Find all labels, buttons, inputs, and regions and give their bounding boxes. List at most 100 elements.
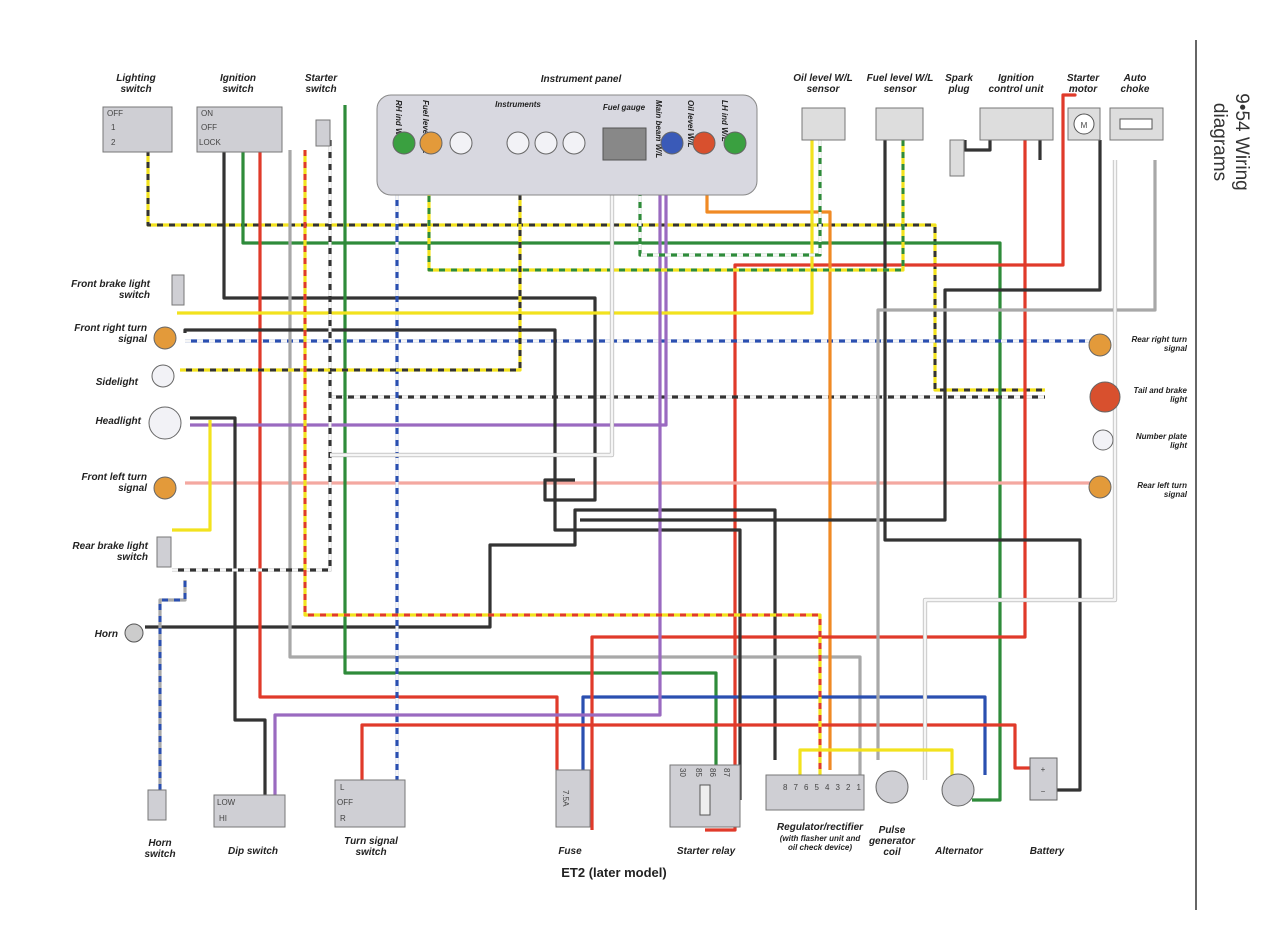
instrument-bulb [534, 131, 558, 155]
pulse-coil-label: Pulse generator coil [868, 825, 916, 858]
front-brake-light-switch [171, 274, 185, 306]
spark-plug-label: Spark plug [945, 73, 973, 95]
number-plate-bulb [1092, 429, 1114, 451]
wire-black [883, 140, 1082, 792]
wire-stripe-blue [158, 580, 187, 790]
wire-outline [922, 160, 1118, 780]
front-left-turn-label: Front left turn signal [81, 472, 147, 494]
horn-switch [147, 789, 167, 821]
spark-plug [949, 139, 965, 177]
headlight-label: Headlight [95, 416, 141, 427]
motor-m: M [1081, 121, 1088, 130]
lighting-switch [102, 106, 173, 153]
regulator-terminal: 7 [794, 783, 799, 792]
relay-terminal: 87 [722, 768, 731, 777]
sidelight-bulb [151, 364, 175, 388]
dip-switch [213, 794, 286, 828]
wire-red [590, 140, 1027, 830]
battery-label: Battery [1029, 846, 1065, 857]
fuse [555, 769, 591, 828]
instrument-bulb [506, 131, 530, 155]
diagram-caption: ET2 (later model) [561, 865, 666, 880]
wire-yellow [798, 748, 954, 780]
wire-purple [273, 170, 662, 795]
fuel-level-sensor [875, 107, 924, 141]
lighting-2: 2 [111, 138, 116, 147]
main-beam-label: Main beam W/L [654, 100, 663, 158]
icu-label: Ignition control unit [988, 73, 1044, 95]
relay-terminal: 30 [678, 768, 687, 777]
starter-relay-label: Starter relay [676, 846, 736, 857]
rear-left-turn-label: Rear left turn signal [1137, 481, 1187, 499]
fuel-gauge-label: Fuel gauge [603, 103, 646, 112]
horn-label: Horn [94, 629, 118, 640]
instruments-label: Instruments [495, 100, 541, 109]
front-right-turn-label: Front right turn signal [74, 323, 147, 345]
wires [145, 93, 1157, 832]
dip-switch-label: Dip switch [227, 846, 278, 857]
ignition-on: ON [201, 109, 213, 118]
fuse-rating: 7.5A [561, 790, 570, 807]
relay-coil-icon [699, 784, 711, 816]
relay-terminal: 86 [708, 768, 717, 777]
wire-black [190, 416, 267, 795]
battery-plus: + [1041, 765, 1046, 774]
turn-r: R [340, 814, 346, 823]
wire-white [330, 170, 614, 457]
dip-hi: HI [219, 814, 227, 823]
wire-green [343, 105, 718, 765]
dip-low: LOW [217, 798, 236, 807]
wire-stripe-black [146, 150, 1045, 392]
wire-black [580, 140, 1102, 522]
wire-black [222, 150, 597, 502]
regulator-note: (with flasher unit and oil check device) [779, 834, 861, 852]
regulator-terminal: 2 [846, 783, 851, 792]
regulator-terminal: 5 [815, 783, 820, 792]
wire-stripe-red [303, 150, 822, 775]
instrument-bulb [449, 131, 473, 155]
rear-right-turn-bulb [1088, 333, 1112, 357]
tail-light-label: Tail and brake light [1133, 386, 1188, 404]
wire-black [145, 508, 777, 760]
regulator-terminal: 3 [836, 783, 841, 792]
wire-yellow-black [180, 170, 522, 372]
motor-symbol-icon [1073, 113, 1095, 135]
turn-off: OFF [337, 798, 353, 807]
lh-ind-label: LH ind W/L [720, 100, 729, 142]
alternator-label: Alternator [935, 846, 983, 857]
ignition-off: OFF [201, 123, 217, 132]
lighting-1: 1 [111, 123, 116, 132]
wire-grey [876, 160, 1157, 760]
ignition-lock: LOCK [199, 138, 221, 147]
horn [124, 623, 144, 643]
lighting-off: OFF [107, 109, 123, 118]
fuel-level-wl-label: Fuel level W/L [421, 100, 430, 153]
fuel-sensor-label: Fuel level W/L sensor [866, 73, 934, 95]
starter-motor-label: Starter motor [1066, 73, 1100, 95]
alternator [941, 773, 975, 807]
ignition-switch-label: Ignition switch [219, 73, 257, 95]
ignition-control-unit [979, 107, 1054, 141]
number-plate-label: Number plate light [1135, 432, 1187, 450]
sidelight-label: Sidelight [95, 377, 138, 388]
oil-level-wl-bulb [692, 131, 716, 155]
turn-l: L [340, 783, 345, 792]
lighting-switch-label: Lighting switch [116, 73, 156, 95]
starter-switch [315, 119, 331, 147]
tail-brake-bulb [1089, 381, 1121, 413]
rear-left-turn-bulb [1088, 475, 1112, 499]
battery-minus: − [1041, 787, 1046, 796]
relay-terminal: 85 [694, 768, 703, 777]
wire-white [923, 160, 1117, 780]
turn-signal-switch [334, 779, 406, 828]
rear-right-turn-label: Rear right turn signal [1131, 335, 1187, 353]
rear-brake-switch-label: Rear brake light switch [72, 541, 148, 563]
regulator-terminal: 8 [783, 783, 788, 792]
regulator-rectifier [765, 774, 865, 811]
wire-red [705, 93, 1077, 832]
regulator-terminal: 6 [804, 783, 809, 792]
fuse-label: Fuse [558, 846, 582, 857]
choke-resistor-icon [1119, 118, 1153, 130]
auto-choke-label: Auto choke [1120, 73, 1150, 95]
